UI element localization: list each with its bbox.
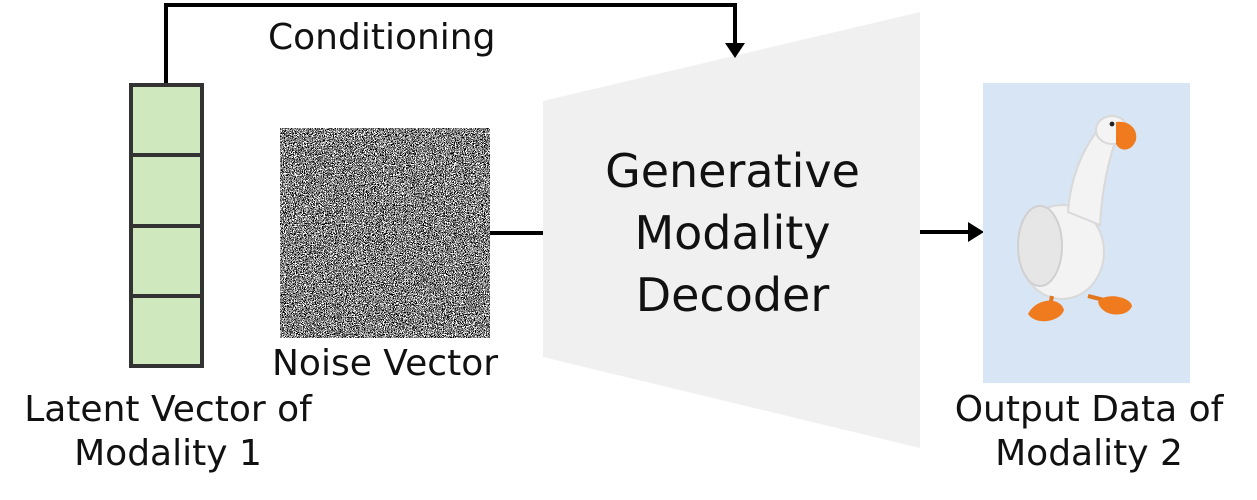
output-arrowhead bbox=[968, 222, 984, 242]
decoder-block bbox=[543, 12, 920, 448]
latent-cell bbox=[129, 83, 204, 157]
decoder-label-line: Generative bbox=[605, 144, 860, 198]
output-data-label: Output Data of Modality 2 bbox=[950, 388, 1228, 476]
goose-icon bbox=[1017, 115, 1137, 322]
latent-cell bbox=[129, 153, 204, 228]
decoder-label-line: Modality bbox=[634, 206, 831, 260]
latent-vector bbox=[129, 83, 204, 368]
latent-cell bbox=[129, 224, 204, 298]
conditioning-label: Conditioning bbox=[268, 17, 496, 58]
latent-label-line: Latent Vector of bbox=[24, 389, 312, 430]
latent-cell bbox=[129, 294, 204, 368]
latent-label-line: Modality 1 bbox=[74, 433, 262, 474]
latent-vector-label: Latent Vector of Modality 1 bbox=[22, 388, 314, 476]
conditioning-arrowhead bbox=[725, 43, 745, 58]
noise-vector-label: Noise Vector bbox=[272, 343, 499, 384]
decoder-label: Generative Modality Decoder bbox=[560, 140, 905, 326]
decoder-label-line: Decoder bbox=[635, 268, 830, 322]
output-label-line: Modality 2 bbox=[995, 433, 1183, 474]
output-label-line: Output Data of bbox=[954, 389, 1224, 430]
conditioning-arrow bbox=[164, 3, 737, 83]
noise-icon bbox=[280, 128, 490, 338]
